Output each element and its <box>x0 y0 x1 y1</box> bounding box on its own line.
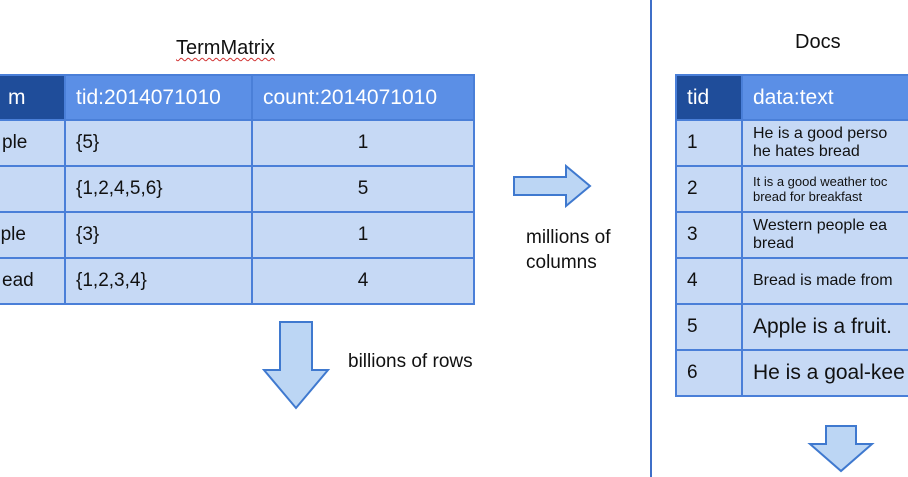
text-line: Western people ea <box>753 217 888 234</box>
tid-cell: 4 <box>675 257 743 305</box>
table-row: 4 Bread is made from <box>675 257 908 305</box>
section-divider <box>650 0 652 477</box>
text-line: he hates bread <box>753 143 860 160</box>
column-header-count: count:2014071010 <box>251 74 475 121</box>
count-cell: 1 <box>251 119 475 167</box>
table-row: 6 He is a goal-kee <box>675 349 908 397</box>
tid-cell: {1,2,3,4} <box>64 257 253 305</box>
table-row: {1,2,4,5,6} 5 <box>0 165 475 213</box>
table-row: ple {5} 1 <box>0 119 475 167</box>
table-header-row: m tid:2014071010 count:2014071010 <box>0 74 475 121</box>
table-row: 2 It is a good weather toc bread for bre… <box>675 165 908 213</box>
text-line: Bread is made from <box>753 272 893 289</box>
tid-cell: 5 <box>675 303 743 351</box>
text-cell: Western people ea bread <box>741 211 908 259</box>
table-header-row: tid data:text <box>675 74 908 121</box>
term-cell: ople <box>0 211 66 259</box>
text-line: It is a good weather toc <box>753 174 888 189</box>
term-cell: ple <box>0 119 66 167</box>
text-line: He is a good perso <box>753 125 888 142</box>
tid-cell: 2 <box>675 165 743 213</box>
table-row: 3 Western people ea bread <box>675 211 908 259</box>
table-row: ople {3} 1 <box>0 211 475 259</box>
table-row: ead {1,2,3,4} 4 <box>0 257 475 305</box>
column-header-term: m <box>0 74 66 121</box>
term-matrix-title: TermMatrix <box>176 37 275 59</box>
down-arrow-icon <box>261 321 331 410</box>
table-row: 1 He is a good perso he hates bread <box>675 119 908 167</box>
docs-table: tid data:text 1 He is a good perso he ha… <box>675 74 908 397</box>
text-line: He is a goal-kee <box>753 361 905 384</box>
tid-cell: {1,2,4,5,6} <box>64 165 253 213</box>
columns-annotation-line2: columns <box>526 252 597 273</box>
column-header-data-text: data:text <box>741 74 908 121</box>
text-cell: Bread is made from <box>741 257 908 305</box>
tid-cell: 1 <box>675 119 743 167</box>
tid-cell: 3 <box>675 211 743 259</box>
term-matrix-table: m tid:2014071010 count:2014071010 ple {5… <box>0 74 475 305</box>
columns-annotation: millions of columns <box>526 225 610 275</box>
count-cell: 4 <box>251 257 475 305</box>
rows-annotation: billions of rows <box>348 351 473 372</box>
column-header-tid: tid <box>675 74 743 121</box>
text-line: bread <box>753 235 794 252</box>
text-cell: It is a good weather toc bread for break… <box>741 165 908 213</box>
count-cell: 1 <box>251 211 475 259</box>
tid-cell: {3} <box>64 211 253 259</box>
count-cell: 5 <box>251 165 475 213</box>
term-cell <box>0 165 66 213</box>
text-line: bread for breakfast <box>753 189 863 204</box>
column-header-tid: tid:2014071010 <box>64 74 253 121</box>
tid-cell: {5} <box>64 119 253 167</box>
text-line: Apple is a fruit. <box>753 315 892 338</box>
right-arrow-icon <box>513 164 592 208</box>
text-cell: He is a goal-kee <box>741 349 908 397</box>
down-arrow-icon <box>807 425 875 473</box>
columns-annotation-line1: millions of <box>526 227 611 248</box>
term-cell: ead <box>0 257 66 305</box>
table-row: 5 Apple is a fruit. <box>675 303 908 351</box>
text-cell: Apple is a fruit. <box>741 303 908 351</box>
tid-cell: 6 <box>675 349 743 397</box>
text-cell: He is a good perso he hates bread <box>741 119 908 167</box>
docs-title: Docs <box>795 31 841 53</box>
